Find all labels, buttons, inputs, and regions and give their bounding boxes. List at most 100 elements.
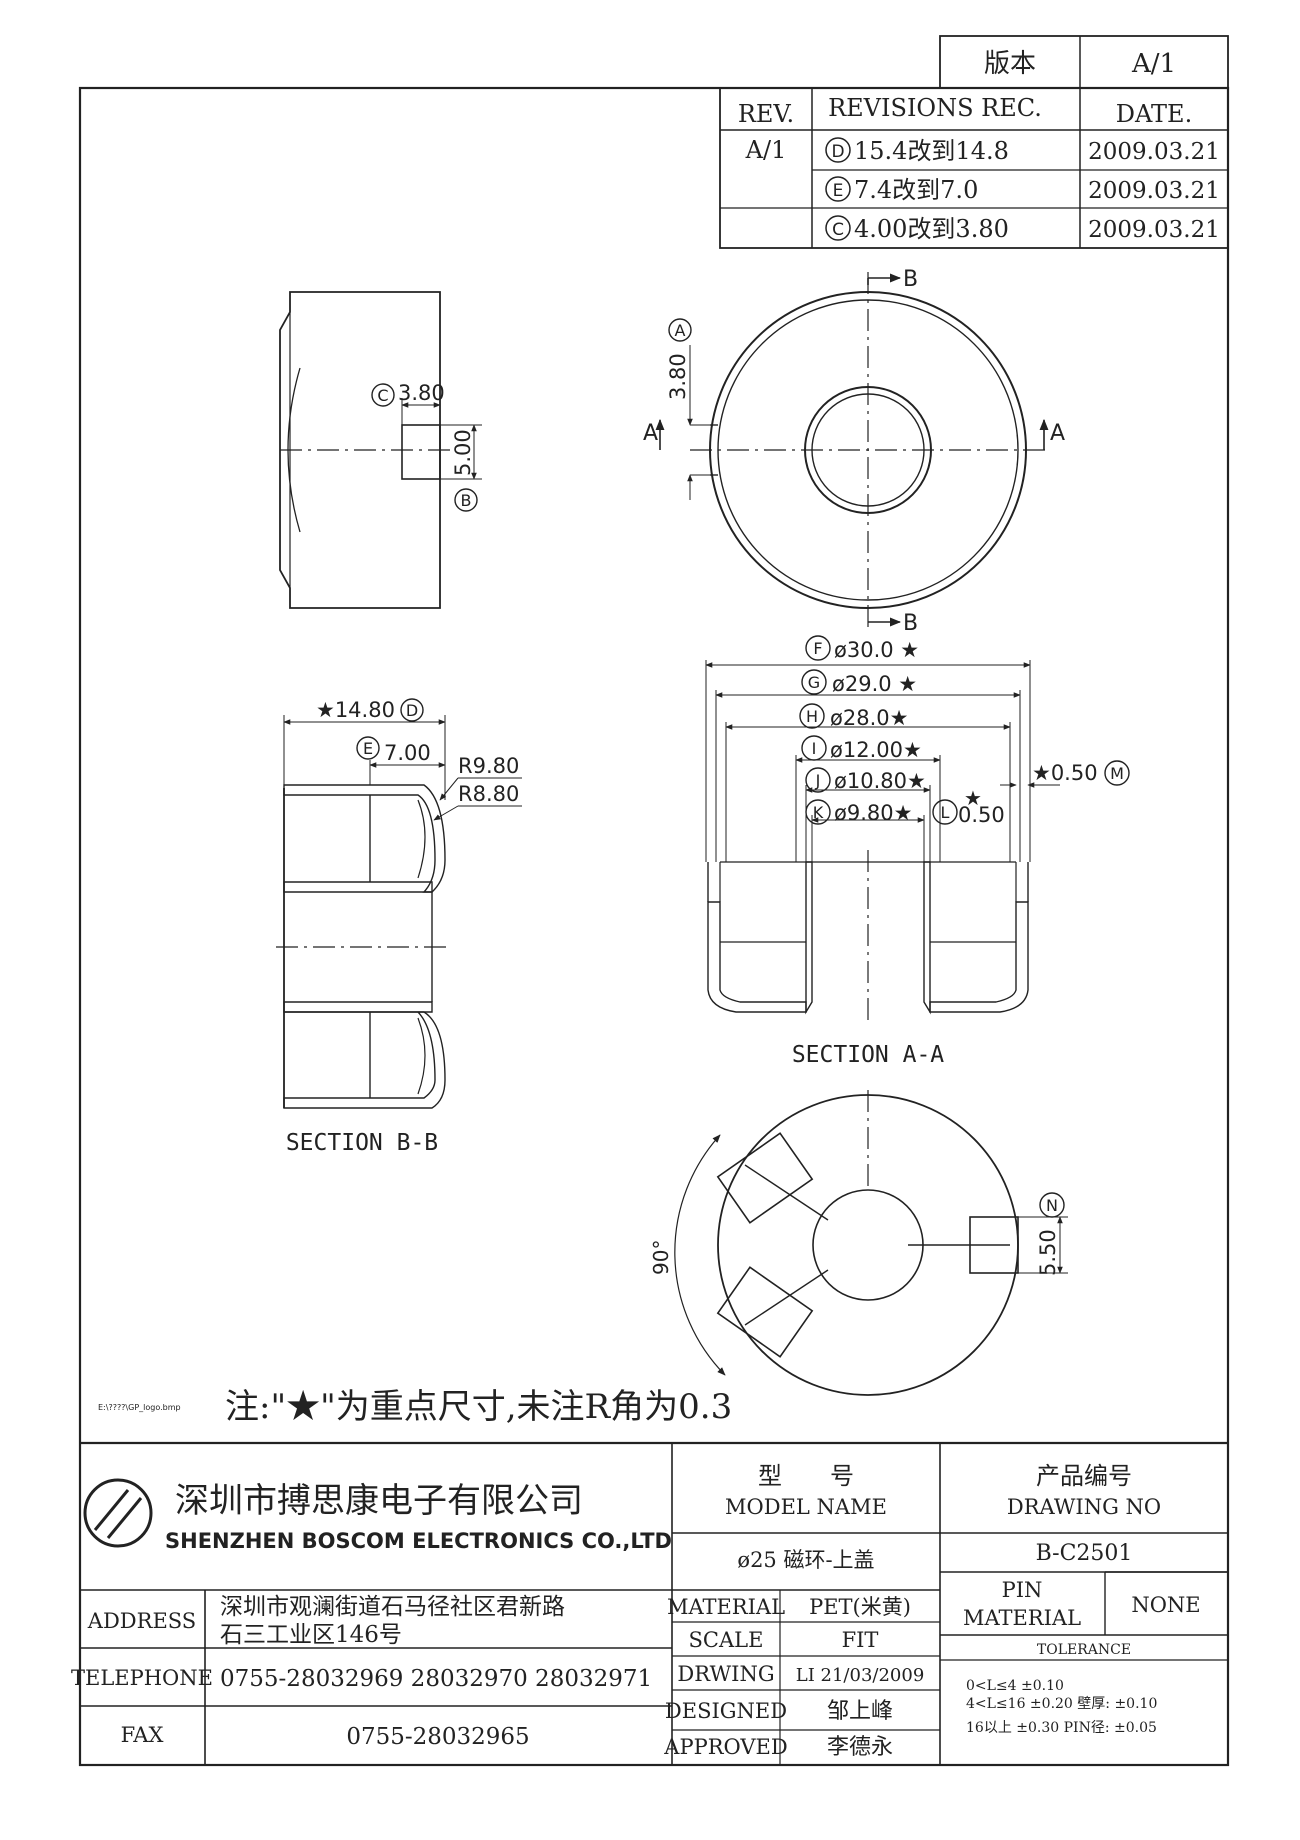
rev-value: A/1	[745, 136, 787, 164]
tolerance-label: TOLERANCE	[1037, 1642, 1131, 1658]
dim-mark-k	[805, 799, 831, 825]
section-bb-title: SECTION B-B	[286, 1130, 438, 1156]
version-box: 版本 A/1	[939, 35, 1229, 89]
dim-a-value: 3.80	[666, 353, 690, 400]
model-name-value: ø25 磁环-上盖	[737, 1548, 874, 1572]
revision-mark-c	[825, 215, 851, 241]
svg-text:E: E	[833, 181, 844, 201]
revision-mark-e	[825, 176, 851, 202]
revision-text: 4.00改到3.80	[854, 215, 1009, 243]
svg-text:H: H	[806, 707, 818, 726]
top-view: B B A A 3.80 A	[643, 267, 1065, 636]
svg-text:C: C	[832, 220, 844, 240]
revision-date: 2009.03.21	[1088, 217, 1220, 243]
dim-e-value: 7.00	[384, 741, 431, 765]
scale-value: FIT	[842, 1628, 879, 1652]
designed-label: DESIGNED	[665, 1699, 787, 1723]
address-line-1: 深圳市观澜街道石马径社区君新路	[220, 1594, 565, 1620]
version-value: A/1	[1131, 49, 1176, 79]
drawing-note: 注:"★"为重点尺寸,未注R角为0.3	[225, 1387, 732, 1427]
pin-material-value: NONE	[1131, 1593, 1200, 1617]
scale-label: SCALE	[689, 1628, 764, 1652]
material-value: PET(米黄)	[809, 1595, 911, 1619]
svg-text:E: E	[363, 739, 373, 758]
section-a-mark-left: A	[643, 421, 658, 446]
designed-value: 邹上峰	[827, 1699, 893, 1724]
approved-label: APPROVED	[663, 1735, 787, 1759]
dim-mark-c	[371, 383, 395, 407]
radius-1: R9.80	[458, 754, 519, 778]
revision-mark-d	[825, 137, 851, 163]
section-a-mark-right: A	[1050, 421, 1065, 446]
dim-i-value: ø12.00★	[830, 738, 922, 762]
svg-text:F: F	[813, 639, 822, 658]
revision-text: 7.4改到7.0	[854, 176, 978, 204]
svg-text:N: N	[1046, 1196, 1058, 1215]
telephone-value: 0755-28032969 28032970 28032971	[220, 1666, 652, 1692]
dim-j-value: ø10.80★	[834, 769, 926, 793]
dim-mark-i	[801, 735, 827, 761]
drawing-no-value: B-C2501	[1036, 1541, 1133, 1566]
tolerance-line: 4<L≤16 ±0.20 壁厚: ±0.10	[966, 1696, 1157, 1712]
dim-mark-b	[454, 488, 478, 512]
section-b-mark-bottom: B	[903, 611, 918, 636]
drwing-label: DRWING	[677, 1662, 774, 1686]
section-bb-view: ★14.80 D E 7.00 R9.80 R8.80 SECTION B-B	[276, 698, 522, 1156]
fax-value: 0755-28032965	[346, 1724, 529, 1750]
tolerance-line: 16以上 ±0.30 PIN径: ±0.05	[966, 1720, 1157, 1736]
dim-f-value: ø30.0 ★	[834, 638, 919, 662]
dim-d-value: ★14.80	[316, 698, 395, 722]
date-header: DATE.	[1116, 100, 1192, 128]
dim-mark-g	[801, 669, 827, 695]
dim-k-value: ø9.80★	[834, 801, 912, 825]
dim-mark-j	[805, 767, 831, 793]
model-name-label-cn: 型 号	[758, 1462, 854, 1490]
dim-l-value: 0.50	[958, 803, 1005, 827]
radius-2: R8.80	[458, 782, 519, 806]
dim-mark-a	[668, 318, 692, 342]
fax-label: FAX	[121, 1723, 164, 1747]
rev-header: REV.	[738, 100, 794, 128]
drawing-no-label-cn: 产品编号	[1036, 1462, 1132, 1490]
dim-g-value: ø29.0 ★	[832, 672, 917, 696]
side-view: C 3.80 5.00 B	[279, 291, 482, 609]
svg-text:A: A	[675, 321, 686, 340]
title-block: 深圳市搏思康电子有限公司 SHENZHEN BOSCOM ELECTRONICS…	[71, 1441, 1228, 1765]
tolerance-line: 0<L≤4 ±0.10	[966, 1678, 1064, 1694]
logo-file-path: E:\????\GP_logo.bmp	[98, 1403, 181, 1412]
dim-mark-f	[805, 635, 831, 661]
dim-mark-l	[932, 799, 958, 825]
drawing-border	[78, 86, 1230, 1767]
approved-value: 李德永	[827, 1735, 893, 1760]
svg-text:G: G	[808, 673, 820, 692]
svg-text:C: C	[377, 386, 388, 405]
company-name-cn: 深圳市搏思康电子有限公司	[175, 1481, 583, 1521]
dim-mark-e	[356, 736, 380, 760]
svg-text:L: L	[941, 803, 950, 822]
address-label: ADDRESS	[87, 1609, 196, 1633]
svg-text:I: I	[812, 739, 817, 758]
angle-value: 90°	[649, 1240, 673, 1275]
drwing-value: LI 21/03/2009	[796, 1665, 925, 1686]
bottom-view: 90° 5.50 N	[649, 1090, 1068, 1396]
revision-date: 2009.03.21	[1088, 139, 1220, 165]
drawing-no-label-en: DRAWING NO	[1007, 1495, 1161, 1519]
svg-text:J: J	[815, 771, 821, 790]
revision-text: 15.4改到14.8	[854, 137, 1009, 165]
model-name-label-en: MODEL NAME	[725, 1495, 887, 1519]
revision-table: REV. REVISIONS REC. DATE. A/1 D 15.4改到14…	[719, 87, 1229, 249]
revision-date: 2009.03.21	[1088, 178, 1220, 204]
dim-mark-d	[400, 698, 424, 722]
svg-text:K: K	[813, 803, 824, 822]
dim-m-value: ★0.50	[1032, 761, 1098, 785]
telephone-label: TELEPHONE	[71, 1666, 213, 1690]
dim-b-value: 5.00	[451, 429, 475, 476]
dim-c-value: 3.80	[398, 381, 445, 405]
svg-text:M: M	[1110, 764, 1124, 783]
address-line-2: 石三工业区146号	[220, 1622, 402, 1648]
company-name-en: SHENZHEN BOSCOM ELECTRONICS CO.,LTD	[165, 1529, 672, 1553]
section-b-mark-top: B	[903, 267, 918, 292]
version-label: 版本	[984, 49, 1036, 79]
dim-mark-n	[1039, 1192, 1065, 1218]
